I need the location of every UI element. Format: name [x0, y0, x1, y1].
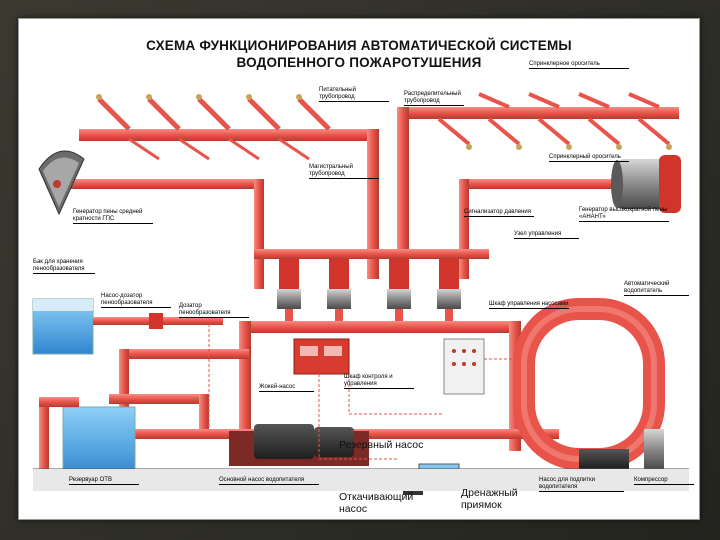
reservoir: [39, 397, 136, 487]
sprinkler-network-right: [397, 92, 679, 277]
foam-tank: [32, 298, 223, 355]
title-line-1: СХЕМА ФУНКЦИОНИРОВАНИЯ АВТОМАТИЧЕСКОЙ СИ…: [146, 38, 572, 53]
label-metering-valve: Дозатор пенообразователя: [179, 303, 249, 318]
compressor: [644, 429, 664, 469]
diagram-title: СХЕМА ФУНКЦИОНИРОВАНИЯ АВТОМАТИЧЕСКОЙ СИ…: [19, 37, 699, 71]
system-schematic: [32, 92, 689, 495]
label-foam-tank: Бак для хранения пенообразователя: [33, 259, 95, 274]
foam-line: [64, 179, 639, 289]
label-control-unit: Узел управления: [514, 231, 579, 239]
label-reserve-pump: Резервный насос: [339, 439, 424, 451]
label-compressor-pump: Насос для подпитки водопитателя: [539, 477, 624, 492]
label-drainage-pump: Откачивающий насос: [339, 491, 414, 515]
label-foam-generator-right: Генератор высокократной пены «АНАНТ»: [579, 207, 669, 222]
signal-lines: [208, 319, 524, 460]
label-control-cabinet: Шкаф управления насосами: [489, 301, 569, 309]
label-main-pipe: Магистральный трубопровод: [309, 164, 379, 179]
label-foam-generator-left: Генератор пены средней кратности ГПС: [73, 209, 153, 224]
label-fire-sprinkler: Спринклерный ороситель: [549, 154, 629, 162]
foam-generator-left: [38, 150, 85, 216]
foam-generator-right: [611, 155, 681, 213]
sprinkler-network-left: [79, 94, 379, 279]
title-line-2: ВОДОПЕННОГО ПОЖАРОТУШЕНИЯ: [236, 55, 482, 70]
label-sprinkler-top: Спринклерное ороситель: [529, 61, 629, 69]
diagram-frame: СХЕМА ФУНКЦИОНИРОВАНИЯ АВТОМАТИЧЕСКОЙ СИ…: [18, 18, 700, 520]
auto-water-feeder: [513, 298, 665, 470]
label-deluge-pipe: Распределительный трубопровод: [404, 91, 464, 106]
control-units: [239, 249, 519, 333]
label-main-pump: Основной насос водопитателя: [219, 477, 319, 485]
label-drainage-pit: Дренажный приямок: [461, 487, 518, 511]
label-jockey: Жокей-насос: [259, 384, 314, 392]
pump-control-cabinet: [293, 338, 350, 375]
label-reservoir: Резервуар ОТВ: [69, 477, 139, 485]
label-pressure-switch: Сигнализатор давления: [464, 209, 534, 217]
label-valve-station: Шкаф контроля и управления: [344, 374, 414, 389]
valve-station-cabinet: [443, 338, 485, 395]
label-compressor: Компрессор: [634, 477, 694, 485]
label-auto-water-feeder: Автоматический водопитатель: [624, 281, 689, 296]
floor-strip: [33, 469, 689, 491]
label-feed-pipe: Питательный трубопровод: [319, 87, 389, 102]
main-pump: [229, 424, 369, 466]
label-dosing-pump: Насос-дозатор пенообразователя: [101, 293, 171, 308]
